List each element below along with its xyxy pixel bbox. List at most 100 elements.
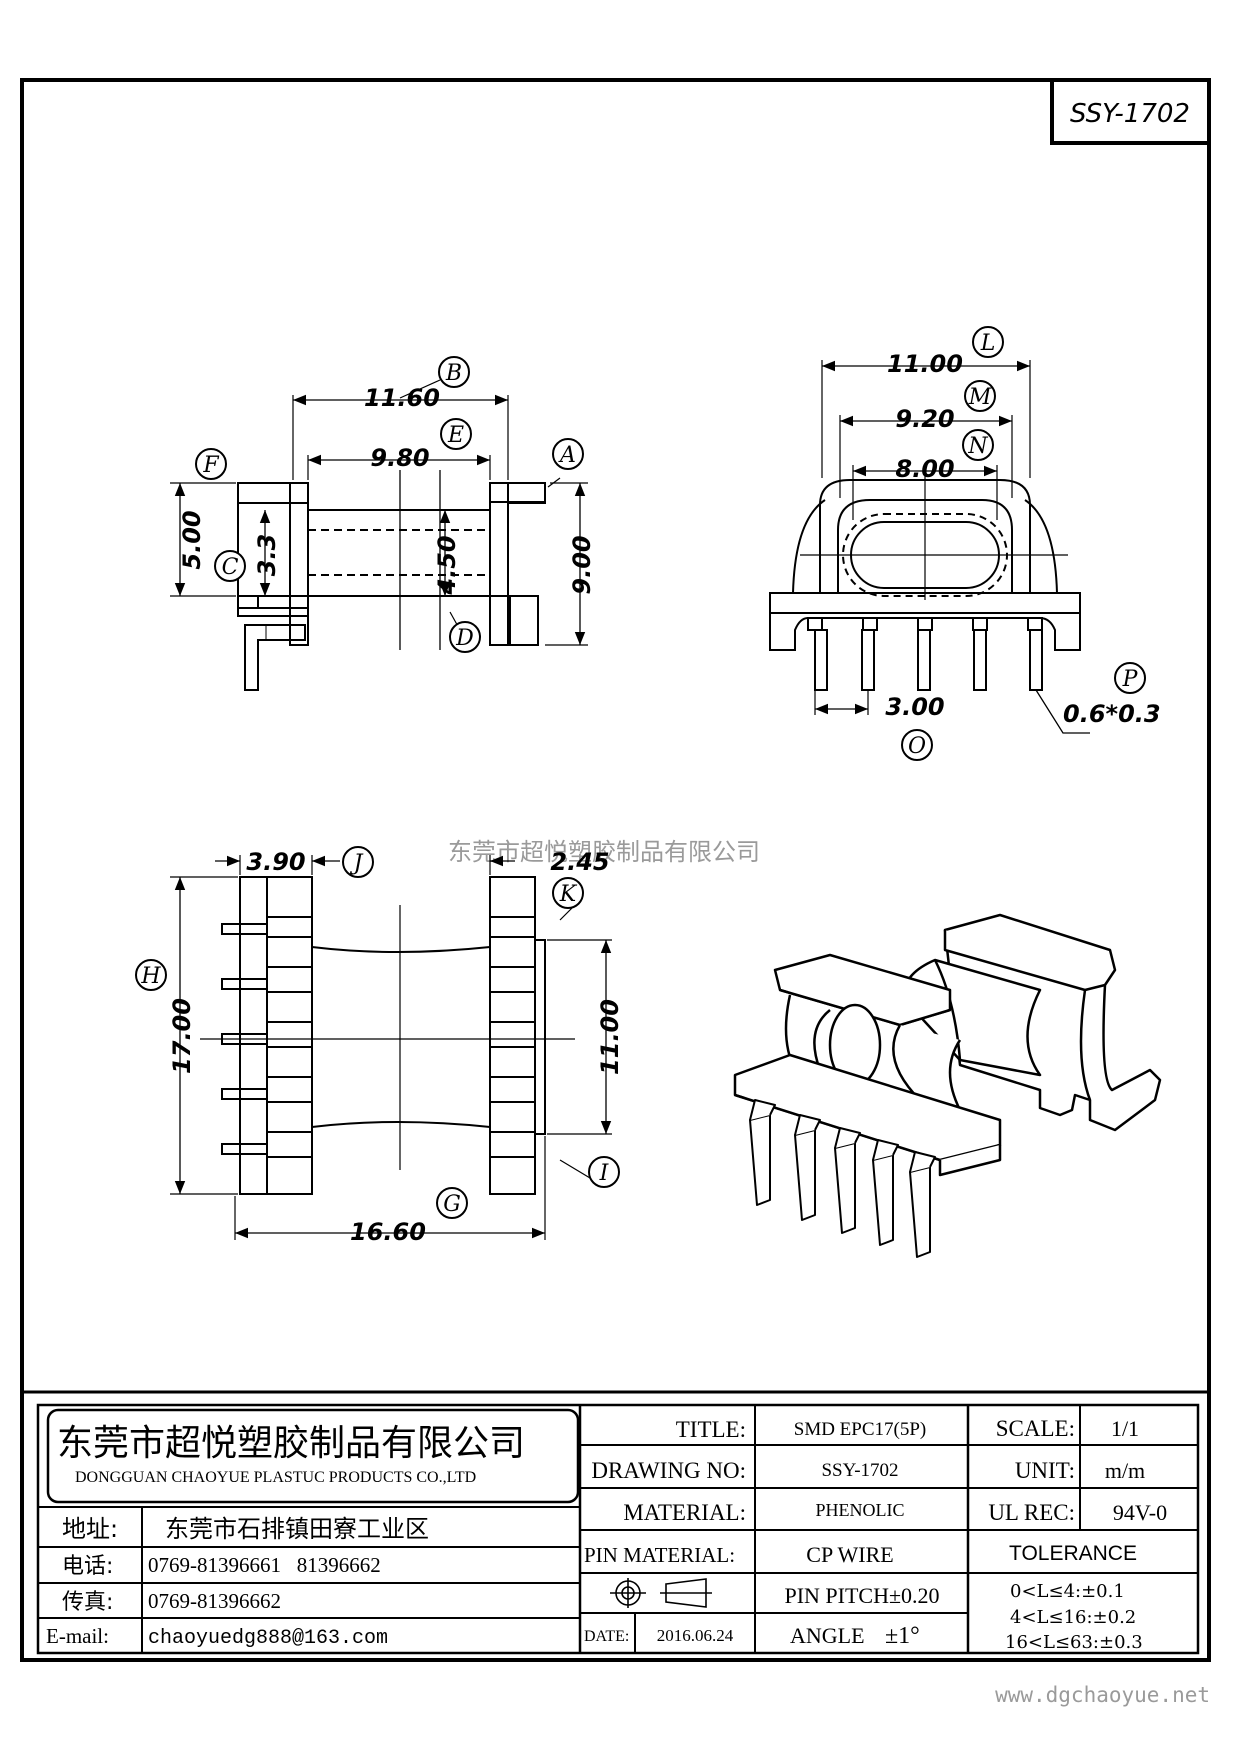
right-flange-slots	[490, 916, 535, 1158]
side-view	[769, 360, 1090, 734]
svg-text:I: I	[599, 1161, 610, 1186]
dim-5-00: 5.00	[178, 510, 206, 569]
title-block	[22, 1390, 1209, 1655]
drawing-no-label: DRAWING NO:	[591, 1458, 746, 1483]
dim-17-00: 17.00	[168, 998, 196, 1074]
dim-3-3: 3.3	[253, 534, 281, 577]
svg-text:N: N	[967, 434, 988, 459]
svg-text:K: K	[559, 882, 578, 907]
angle-label: ANGLE	[790, 1623, 865, 1648]
svg-text:A: A	[558, 443, 576, 468]
address-label: 地址:	[62, 1515, 118, 1543]
dim-4-50: 4.50	[433, 535, 461, 595]
side-pins	[807, 617, 1043, 691]
callout-f: F	[195, 448, 227, 480]
svg-text:M: M	[968, 385, 992, 410]
pin-material-label: PIN MATERIAL:	[584, 1543, 735, 1567]
scale-label: SCALE:	[996, 1416, 1075, 1441]
phone-value: 0769-81396661 81396662	[148, 1553, 381, 1577]
callout-e: E	[440, 418, 472, 450]
callout-o: O	[901, 729, 933, 761]
svg-text:O: O	[908, 734, 926, 759]
bottom-view-text: 3.90 2.45 17.00 11.00 16.60 J K H I G	[135, 846, 624, 1246]
front-view	[170, 379, 588, 691]
material-value: PHENOLIC	[816, 1500, 905, 1520]
angle-value: ±1°	[885, 1623, 920, 1649]
svg-text:D: D	[455, 626, 474, 651]
callout-i: I	[588, 1156, 620, 1188]
dim-11-00: 11.00	[887, 350, 963, 378]
bottom-pins	[221, 923, 268, 1155]
dim-2-45: 2.45	[550, 848, 609, 876]
dim-11-00-b: 11.00	[596, 999, 624, 1075]
dim-16-60: 16.60	[350, 1218, 426, 1246]
pin-pitch: PIN PITCH±0.20	[784, 1583, 939, 1608]
scale-value: 1/1	[1111, 1416, 1139, 1441]
iso-pins	[749, 1099, 936, 1258]
dim-9-80: 9.80	[370, 444, 429, 472]
svg-text:F: F	[202, 453, 219, 478]
dim-11-60: 11.60	[364, 384, 440, 412]
address-value: 东莞市石排镇田寮工业区	[165, 1515, 429, 1543]
part-code-box: SSY-1702	[1050, 78, 1211, 145]
projection-symbol-icon	[610, 1578, 712, 1608]
title-value: SMD EPC17(5P)	[794, 1419, 927, 1440]
website-link[interactable]: www.dgchaoyue.net	[995, 1683, 1210, 1707]
svg-text:C: C	[222, 555, 239, 580]
title-block-text: 东莞市超悦塑胶制品有限公司 DONGGUAN CHAOYUE PLASTUC P…	[46, 1416, 1167, 1653]
side-view-text: 11.00 9.20 8.00 3.00 0.6*0.3 L M N O P	[885, 326, 1161, 761]
tolerance-2: 4<L≤16:±0.2	[1010, 1607, 1136, 1628]
tolerance-label: TOLERANCE	[1009, 1542, 1137, 1565]
pin-material-value: CP WIRE	[806, 1542, 893, 1567]
company-name-en: DONGGUAN CHAOYUE PLASTUC PRODUCTS CO.,LT…	[75, 1469, 476, 1486]
drawing-no-value: SSY-1702	[821, 1460, 898, 1481]
dim-3-00: 3.00	[885, 693, 944, 721]
callout-c: C	[214, 550, 246, 582]
front-view-text: 11.60 9.80 5.00 3.3 4.50 9.00 B E F A C …	[178, 356, 596, 653]
ul-label: UL REC:	[988, 1500, 1075, 1525]
email-value: chaoyuedg888@163.com	[148, 1627, 388, 1650]
email-label: E-mail:	[46, 1624, 109, 1648]
svg-text:B: B	[445, 361, 462, 386]
dim-9-20: 9.20	[895, 405, 954, 433]
callout-a: A	[552, 438, 584, 470]
svg-text:J: J	[350, 851, 364, 876]
pin-size: 0.6*0.3	[1063, 700, 1161, 728]
svg-text:H: H	[140, 964, 161, 989]
bottom-view	[170, 855, 612, 1240]
part-code: SSY-1702	[1070, 99, 1190, 129]
svg-text:P: P	[1122, 667, 1139, 692]
callout-p: P	[1114, 662, 1146, 694]
callout-m: M	[964, 380, 996, 412]
unit-value: m/m	[1105, 1458, 1145, 1483]
dim-9-00: 9.00	[568, 535, 596, 594]
callout-b: B	[438, 356, 470, 388]
title-label: TITLE:	[676, 1417, 746, 1442]
sheet-border	[20, 78, 1211, 1662]
fax-label: 传真:	[62, 1590, 113, 1615]
callout-d: D	[449, 621, 481, 653]
dim-3-90: 3.90	[246, 848, 305, 876]
ul-value: 94V-0	[1113, 1500, 1167, 1525]
isometric-view	[733, 913, 1162, 1258]
fax-value: 0769-81396662	[148, 1589, 281, 1613]
left-flange-slots	[267, 916, 312, 1158]
callout-j: J	[342, 846, 374, 878]
callout-k: K	[552, 877, 584, 909]
callout-l: L	[972, 326, 1004, 358]
callout-g: G	[436, 1187, 468, 1219]
phone-label: 电话:	[62, 1554, 113, 1579]
unit-label: UNIT:	[1015, 1458, 1075, 1483]
tolerance-3: 16<L≤63:±0.3	[1005, 1632, 1143, 1653]
date-label: DATE:	[584, 1628, 629, 1645]
svg-text:L: L	[980, 331, 996, 356]
callout-n: N	[962, 429, 994, 461]
tolerance-1: 0<L≤4:±0.1	[1010, 1581, 1125, 1602]
date-value: 2016.06.24	[657, 1626, 734, 1645]
svg-text:G: G	[443, 1192, 461, 1217]
svg-text:E: E	[447, 423, 464, 448]
company-name-cn: 东莞市超悦塑胶制品有限公司	[57, 1423, 525, 1464]
material-label: MATERIAL:	[623, 1500, 746, 1525]
callout-h: H	[135, 959, 167, 991]
